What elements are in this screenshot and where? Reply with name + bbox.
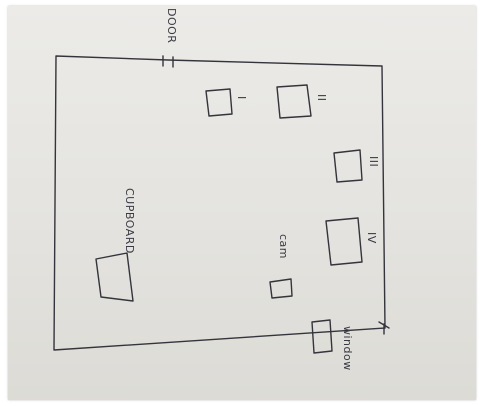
cupboard-label: CUPBOARD [123, 188, 136, 254]
box-1-shape [205, 88, 233, 117]
paper-sheet: DOOR CUPBOARD cam window I II III IV [8, 6, 476, 400]
cupboard-shape [95, 252, 134, 302]
window-label: window [341, 326, 354, 371]
box-3-shape [333, 149, 363, 183]
box-2-label: II [315, 94, 328, 102]
cam-shape [269, 278, 293, 299]
room-outline [53, 55, 386, 351]
cam-label: cam [277, 234, 290, 259]
door-label: DOOR [165, 8, 178, 43]
box-2-shape [276, 84, 312, 119]
box-4-shape [325, 217, 363, 266]
window-shape [311, 319, 333, 354]
corner-tick [378, 321, 390, 335]
box-1-label: I [235, 96, 248, 100]
box-3-label: III [367, 156, 380, 167]
room-floor-plan: DOOR CUPBOARD cam window I II III IV [53, 8, 390, 371]
box-4-label: IV [365, 232, 378, 244]
